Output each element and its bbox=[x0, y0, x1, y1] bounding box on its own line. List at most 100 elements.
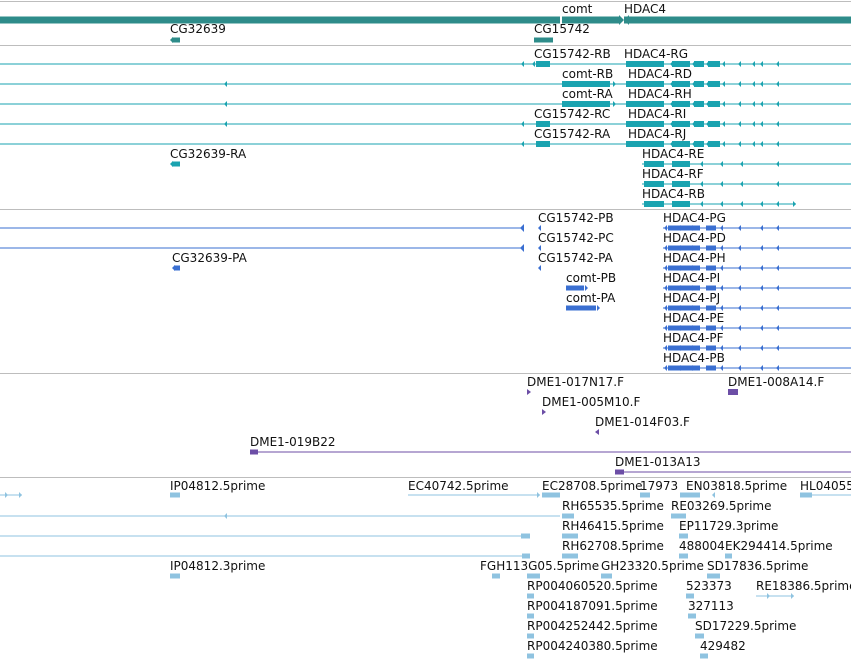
feature-exon-block[interactable] bbox=[172, 161, 180, 167]
protein-label[interactable]: HDAC4-PE bbox=[663, 311, 725, 325]
strand-arrow-left[interactable] bbox=[538, 225, 541, 231]
strand-arrow-left[interactable] bbox=[776, 305, 779, 311]
strand-arrow-right[interactable] bbox=[537, 492, 540, 498]
strand-arrow-left[interactable] bbox=[720, 225, 723, 231]
feature-exon-block[interactable] bbox=[170, 573, 180, 579]
strand-arrow-left[interactable] bbox=[752, 61, 755, 67]
feature-exon-block[interactable] bbox=[536, 141, 550, 147]
strand-arrow-left[interactable] bbox=[521, 61, 524, 67]
strand-arrow-left[interactable] bbox=[760, 121, 763, 127]
strand-arrow-right[interactable] bbox=[613, 81, 616, 87]
protein-label[interactable]: CG32639-PA bbox=[172, 251, 247, 265]
strand-arrow-left[interactable] bbox=[664, 285, 667, 291]
strand-arrow-left[interactable] bbox=[678, 345, 681, 351]
clone-glyph[interactable] bbox=[595, 429, 599, 435]
feature-exon-block[interactable] bbox=[562, 16, 620, 24]
strand-arrow-left[interactable] bbox=[776, 181, 779, 187]
strand-arrow-left[interactable] bbox=[720, 365, 723, 371]
feature-exon-block[interactable] bbox=[706, 245, 716, 251]
strand-arrow-left[interactable] bbox=[700, 161, 703, 167]
protein-label[interactable]: CG15742-PB bbox=[538, 211, 614, 225]
clone-label[interactable]: DME1-017N17.F bbox=[527, 375, 625, 389]
strand-arrow-left[interactable] bbox=[532, 61, 535, 67]
strand-arrow-left[interactable] bbox=[670, 141, 673, 147]
feature-exon-block[interactable] bbox=[174, 265, 180, 271]
feature-exon-block[interactable] bbox=[644, 161, 664, 167]
feature-exon-block[interactable] bbox=[672, 81, 690, 87]
strand-arrow-right[interactable] bbox=[597, 305, 600, 311]
strand-arrow-left[interactable] bbox=[776, 121, 779, 127]
strand-arrow-left[interactable] bbox=[678, 285, 681, 291]
strand-arrow-right[interactable] bbox=[791, 593, 794, 599]
strand-arrow-left[interactable] bbox=[720, 325, 723, 331]
feature-exon-block[interactable] bbox=[626, 121, 664, 127]
strand-arrow-left[interactable] bbox=[776, 101, 779, 107]
feature-exon-block[interactable] bbox=[688, 613, 696, 619]
feature-exon-block[interactable] bbox=[694, 81, 704, 87]
strand-arrow-left[interactable] bbox=[690, 305, 693, 311]
gene-label-comt[interactable]: comt bbox=[562, 2, 593, 16]
est-label[interactable]: RP004240380.5prime bbox=[527, 639, 658, 653]
strand-arrow-left[interactable] bbox=[692, 121, 695, 127]
strand-arrow-left[interactable] bbox=[720, 181, 723, 187]
feature-exon-block[interactable] bbox=[522, 553, 530, 559]
est-label[interactable]: FGH113G05.5prime bbox=[480, 559, 600, 573]
strand-arrow-left[interactable] bbox=[690, 245, 693, 251]
protein-label[interactable]: HDAC4-PI bbox=[663, 271, 721, 285]
strand-arrow-left[interactable] bbox=[720, 161, 723, 167]
feature-exon-block[interactable] bbox=[492, 573, 500, 579]
strand-arrow-left[interactable] bbox=[738, 225, 741, 231]
est-label[interactable]: EK294414.5prime bbox=[725, 539, 833, 553]
feature-exon-block[interactable] bbox=[527, 633, 534, 639]
feature-exon-block[interactable] bbox=[170, 492, 180, 498]
strand-arrow-left[interactable] bbox=[722, 141, 725, 147]
protein-label[interactable]: CG15742-PA bbox=[538, 251, 613, 265]
protein-label[interactable]: HDAC4-PB bbox=[663, 351, 725, 365]
feature-exon-block[interactable] bbox=[172, 37, 180, 43]
clone-label[interactable]: DME1-019B22 bbox=[250, 435, 336, 449]
strand-arrow-left[interactable] bbox=[752, 121, 755, 127]
strand-arrow-left[interactable] bbox=[776, 325, 779, 331]
clone-label[interactable]: DME1-013A13 bbox=[615, 455, 701, 469]
strand-arrow-left[interactable] bbox=[712, 492, 715, 498]
feature-exon-block[interactable] bbox=[534, 37, 553, 43]
feature-exon-block[interactable] bbox=[725, 553, 732, 559]
clone-glyph[interactable] bbox=[542, 409, 546, 415]
transcript-label[interactable]: HDAC4-RJ bbox=[628, 127, 687, 141]
feature-exon-block[interactable] bbox=[527, 653, 534, 659]
strand-arrow-left[interactable] bbox=[678, 305, 681, 311]
feature-exon-block[interactable] bbox=[672, 141, 690, 147]
strand-arrow-left[interactable] bbox=[752, 101, 755, 107]
feature-exon-block[interactable] bbox=[708, 101, 720, 107]
transcript-label[interactable]: CG32639-RA bbox=[170, 147, 247, 161]
strand-arrow-left[interactable] bbox=[678, 365, 681, 371]
feature-exon-block[interactable] bbox=[686, 593, 694, 599]
feature-exon-block[interactable] bbox=[706, 265, 716, 271]
strand-arrow-left[interactable] bbox=[520, 224, 524, 232]
est-label[interactable]: EC40742.5prime bbox=[408, 479, 509, 493]
feature-exon-block[interactable] bbox=[680, 492, 700, 498]
gene-label-hdac4[interactable]: HDAC4 bbox=[624, 2, 667, 16]
clone-label[interactable]: DME1-008A14.F bbox=[728, 375, 825, 389]
strand-arrow-left[interactable] bbox=[738, 245, 741, 251]
clone-glyph[interactable] bbox=[527, 389, 531, 395]
strand-arrow-left[interactable] bbox=[776, 201, 779, 207]
strand-arrow-left[interactable] bbox=[678, 245, 681, 251]
protein-label[interactable]: HDAC4-PG bbox=[663, 211, 726, 225]
feature-exon-block[interactable] bbox=[566, 305, 596, 311]
strand-arrow-left[interactable] bbox=[538, 245, 541, 251]
strand-arrow-left[interactable] bbox=[521, 141, 524, 147]
strand-arrow-left[interactable] bbox=[760, 285, 763, 291]
feature-exon-block[interactable] bbox=[708, 81, 720, 87]
strand-arrow-left[interactable] bbox=[690, 225, 693, 231]
feature-exon-block[interactable] bbox=[672, 101, 690, 107]
feature-exon-block[interactable] bbox=[536, 61, 550, 67]
strand-arrow-right[interactable] bbox=[19, 492, 22, 498]
est-label[interactable]: RP004060520.5prime bbox=[527, 579, 658, 593]
feature-exon-block[interactable] bbox=[672, 61, 690, 67]
est-label[interactable]: RH46415.5prime bbox=[562, 519, 664, 533]
strand-arrow-right[interactable] bbox=[613, 101, 616, 107]
strand-arrow-left[interactable] bbox=[664, 225, 667, 231]
strand-arrow-left[interactable] bbox=[624, 15, 629, 25]
strand-arrow-left[interactable] bbox=[692, 61, 695, 67]
